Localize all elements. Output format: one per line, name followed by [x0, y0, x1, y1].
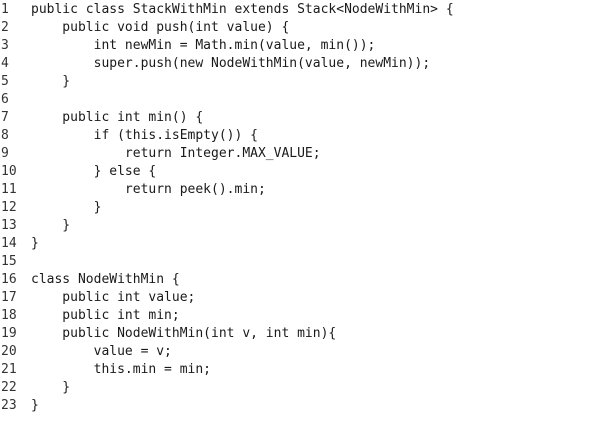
line-code-text: } — [31, 74, 71, 89]
line-number: 1 — [1, 2, 9, 17]
code-line: 9 return Integer.MAX_VALUE; — [0, 145, 608, 163]
line-code-text: super.push(new NodeWithMin(value, newMin… — [31, 56, 431, 71]
code-line: 7 public int min() { — [0, 109, 608, 127]
code-line: 19 public NodeWithMin(int v, int min){ — [0, 325, 608, 343]
line-code-text: } — [31, 380, 71, 395]
line-code-text: } — [31, 218, 71, 233]
code-line: 18 public int min; — [0, 307, 608, 325]
line-code-text: return peek().min; — [31, 182, 266, 197]
line-number: 4 — [1, 56, 9, 71]
code-line: 10 } else { — [0, 163, 608, 181]
code-line: 3 int newMin = Math.min(value, min()); — [0, 37, 608, 55]
line-number: 7 — [1, 110, 9, 125]
line-code-text: return Integer.MAX_VALUE; — [31, 146, 321, 161]
code-line: 23} — [0, 397, 608, 415]
line-number: 3 — [1, 38, 9, 53]
line-number: 23 — [1, 398, 17, 413]
line-number: 6 — [1, 92, 9, 107]
line-number: 14 — [1, 236, 17, 251]
code-line: 13 } — [0, 217, 608, 235]
line-number: 10 — [1, 164, 17, 179]
line-number: 8 — [1, 128, 9, 143]
line-code-text: } else { — [31, 164, 157, 179]
line-number: 5 — [1, 74, 9, 89]
line-code-text: public NodeWithMin(int v, int min){ — [31, 326, 337, 341]
line-number: 18 — [1, 308, 17, 323]
line-code-text: public int min() { — [31, 110, 204, 125]
line-code-text: public int value; — [31, 290, 196, 305]
code-line: 14} — [0, 235, 608, 253]
line-number: 9 — [1, 146, 9, 161]
code-line: 20 value = v; — [0, 343, 608, 361]
line-code-text: class NodeWithMin { — [31, 272, 180, 287]
code-line: 22 } — [0, 379, 608, 397]
line-code-text: int newMin = Math.min(value, min()); — [31, 38, 376, 53]
line-number: 16 — [1, 272, 17, 287]
line-code-text: } — [31, 398, 39, 413]
line-code-text: public int min; — [31, 308, 180, 323]
line-number: 20 — [1, 344, 17, 359]
line-code-text: public class StackWithMin extends Stack<… — [31, 2, 454, 17]
code-line: 15 — [0, 253, 608, 271]
line-number: 21 — [1, 362, 17, 377]
line-number: 2 — [1, 20, 9, 35]
line-code-text: } — [31, 236, 39, 251]
line-code-text: value = v; — [31, 344, 172, 359]
code-line: 2 public void push(int value) { — [0, 19, 608, 37]
line-code-text: this.min = min; — [31, 362, 212, 377]
line-number: 15 — [1, 254, 17, 269]
line-code-text: public void push(int value) { — [31, 20, 290, 35]
code-line: 1 public class StackWithMin extends Stack… — [0, 1, 608, 19]
line-code-text: } — [31, 200, 102, 215]
line-number: 17 — [1, 290, 17, 305]
code-line: 6 — [0, 91, 608, 109]
code-line: 21 this.min = min; — [0, 361, 608, 379]
line-number: 13 — [1, 218, 17, 233]
line-number: 22 — [1, 380, 17, 395]
line-code-text: if (this.isEmpty()) { — [31, 128, 258, 143]
code-line: 12 } — [0, 199, 608, 217]
code-line: 11 return peek().min; — [0, 181, 608, 199]
code-line: 4 super.push(new NodeWithMin(value, newM… — [0, 55, 608, 73]
code-line: 8 if (this.isEmpty()) { — [0, 127, 608, 145]
line-number: 19 — [1, 326, 17, 341]
code-line: 17 public int value; — [0, 289, 608, 307]
code-line: 5 } — [0, 73, 608, 91]
line-number: 11 — [1, 182, 17, 197]
code-line: 16 class NodeWithMin { — [0, 271, 608, 289]
line-number: 12 — [1, 200, 17, 215]
